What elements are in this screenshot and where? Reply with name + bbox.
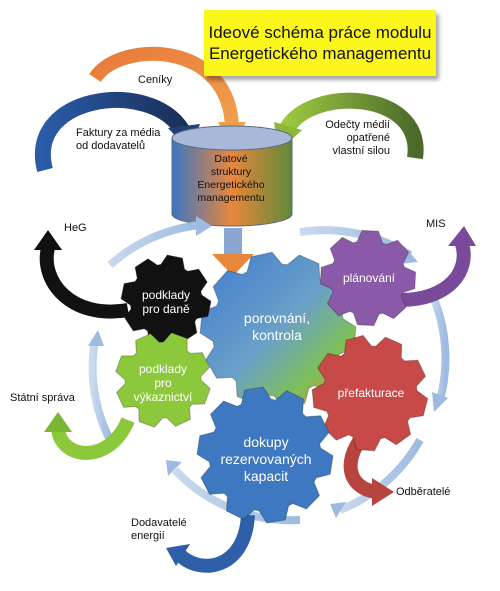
database-cylinder [171, 125, 293, 227]
gear-podklady-dane-label: podklady pro daně [124, 288, 208, 316]
heg-arrow [34, 230, 130, 319]
podklady-vyk-line-1: podklady [138, 362, 188, 376]
dodavatele-line-1: Dodavatelé [131, 517, 187, 529]
dodavatele-arrow [166, 514, 255, 573]
odberatele-label: Odběratelé [396, 486, 451, 498]
dokupy-line-1: dokupy [243, 434, 289, 450]
title-line-2: Energetického managementu [208, 44, 432, 63]
title-line-1: Ideové schéma práce modulu [208, 23, 432, 42]
db-down-arrow [212, 228, 254, 276]
podklady-dane-line-1: podklady [141, 288, 191, 302]
podklady-vyk-line-3: výkaznictví [133, 390, 193, 404]
heg-label: HeG [64, 222, 87, 234]
gear-planovani [319, 229, 417, 327]
podklady-vyk-line-2: pro [154, 376, 172, 390]
mis-arrow [399, 226, 476, 307]
database-line-3: Energetického [197, 179, 265, 191]
dokupy-line-3: kapacit [243, 468, 289, 484]
porovnani-line-2: kontrola [252, 327, 302, 343]
title-box: Ideové schéma práce modulu Energetického… [204, 10, 436, 76]
dokupy-line-2: rezervovaných [220, 451, 312, 467]
ceniky-label: Ceníky [138, 74, 173, 86]
faktury-label: Faktury za média od dodavatelů [76, 127, 160, 153]
odecty-label: Odečty médií opatřené vlastní silou [310, 119, 390, 158]
gear-prefakturace-label: přefakturace [337, 386, 405, 400]
porovnani-line-1: porovnání, [243, 310, 311, 326]
odecty-line-1: Odečty médií [325, 119, 390, 131]
database-line-1: Datové [214, 153, 248, 165]
database-line-4: managementu [197, 192, 265, 204]
gear-podklady-vykaznictvi-label: podklady pro výkaznictví [118, 362, 208, 404]
database-label: Datové struktury Energetického managemen… [176, 153, 286, 205]
gear-planovani-label: plánování [342, 271, 396, 285]
dodavatele-line-2: energií [131, 530, 165, 542]
podklady-dane-line-2: pro daně [142, 302, 190, 316]
gear-podklady-dane [120, 254, 212, 346]
odecty-line-3: vlastní silou [332, 145, 390, 157]
faktury-line-1: Faktury za média [76, 127, 161, 139]
database-line-2: struktury [210, 166, 252, 178]
statni-sprava-arrow [44, 412, 135, 460]
gear-dokupy [196, 386, 334, 524]
faktury-line-2: od dodavatelů [76, 140, 146, 152]
mis-label: MIS [426, 218, 446, 230]
dodavatele-label: Dodavatelé energií [131, 517, 187, 543]
gear-prefakturace [311, 334, 429, 452]
gear-dokupy-label: dokupy rezervovaných kapacit [208, 434, 324, 485]
gear-podklady-vykaznictvi [115, 332, 211, 428]
statni-sprava-label: Státní správa [10, 392, 75, 404]
gear-porovnani-label: porovnání, kontrola [222, 310, 332, 344]
odecty-line-2: opatřené [346, 132, 390, 144]
